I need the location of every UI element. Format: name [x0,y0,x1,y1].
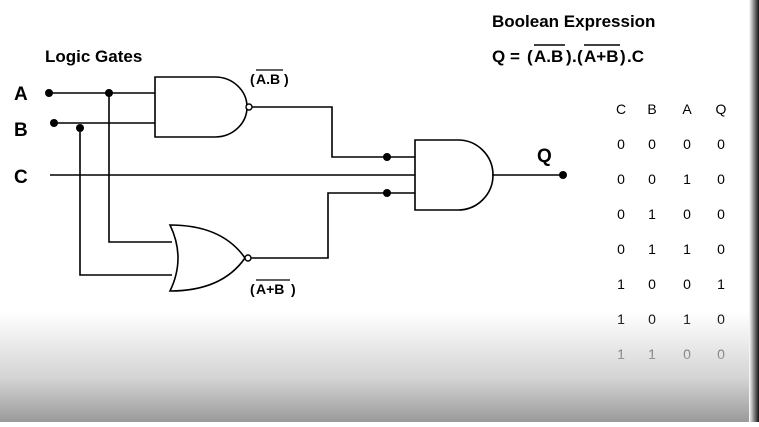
wire-a-to-nor [108,93,172,243]
nand-gate [154,76,248,138]
truth-table-cell: 0 [717,171,725,187]
truth-table-cell: 0 [617,136,625,152]
truth-table-cell: 1 [648,381,656,397]
nor-label-close: ) [291,281,296,297]
truth-table-cell: 1 [617,346,625,362]
expr-term2: A+B [584,47,618,66]
expr-open-paren: ( [527,47,533,66]
truth-table-cell: 1 [648,206,656,222]
truth-table-cell: 0 [683,206,691,222]
nand-label-text: A.B [256,71,280,87]
and-gate [414,139,494,211]
truth-table-header-c: C [616,101,626,117]
nor-gate [168,224,246,292]
wire-nand-to-and [252,106,415,158]
truth-table-cell: 0 [717,206,725,222]
nand-label-open: ( [250,71,255,87]
truth-table-cell: 1 [683,381,691,397]
truth-table-cell: 1 [617,276,625,292]
truth-table-cell: 1 [617,311,625,327]
truth-table-cell: 0 [683,136,691,152]
truth-table-cell: 1 [648,241,656,257]
nand-label: ( A.B ) [250,69,289,87]
wire-nor-to-and [251,192,415,259]
junction-b [76,124,84,132]
input-label-b: B [14,120,28,141]
truth-table-cell: 0 [717,241,725,257]
truth-table-cell: 0 [683,346,691,362]
nor-bubble [244,254,252,262]
expr-close-paren-2: ) [620,47,626,66]
expr-close-paren: ) [566,47,572,66]
truth-table-cell: 0 [648,276,656,292]
output-label-q: Q [537,146,552,167]
truth-table-cell: 0 [648,136,656,152]
right-edge-shadow [749,0,759,422]
truth-table-cell: 1 [683,241,691,257]
truth-table-cell: 0 [617,241,625,257]
truth-table-cell: 1 [648,346,656,362]
truth-table-cell: 0 [648,311,656,327]
logic-gates-title: Logic Gates [45,47,142,66]
truth-table: C B A Q 0 0 0 0 0 0 1 0 0 1 0 0 0 1 1 0 1 0 0 1 1 0 1 0 1 1 0 0 1 1 1 0 [616,101,727,397]
junction-a [105,89,113,97]
truth-table-cell: 0 [717,381,725,397]
nor-label-text: A+B [256,281,284,297]
truth-table-cell: 0 [717,311,725,327]
truth-table-cell: 0 [617,206,625,222]
expr-prefix: Q = [492,47,520,66]
junction-nand-out [383,153,391,161]
expr-open-paren-2: ( [577,47,583,66]
nor-label-open: ( [250,281,255,297]
truth-table-header-q: Q [716,101,727,117]
boolean-expression: Q = ( A.B ) . ( A+B ) .C [492,44,644,66]
expr-suffix: .C [627,47,644,66]
truth-table-cell: 1 [683,311,691,327]
truth-table-cell: 0 [617,171,625,187]
truth-table-cell: 0 [683,276,691,292]
truth-table-cell: 1 [717,276,725,292]
nor-label: ( A+B ) [250,279,296,297]
nand-bubble [245,103,253,111]
truth-table-cell: 0 [717,136,725,152]
truth-table-cell: 1 [617,381,625,397]
output-terminal-q [559,171,567,179]
expr-mid: . [572,47,577,66]
junction-nor-out [383,189,391,197]
truth-table-cell: 1 [683,171,691,187]
wire-b-to-nor [79,128,172,276]
truth-table-header-b: B [647,101,656,117]
nand-label-close: ) [284,71,289,87]
truth-table-cell: 0 [717,346,725,362]
boolean-heading: Boolean Expression [492,12,655,31]
truth-table-cell: 0 [648,171,656,187]
input-label-a: A [14,84,28,105]
expr-term1: A.B [534,47,563,66]
truth-table-header-a: A [682,101,692,117]
input-label-c: C [14,167,28,188]
